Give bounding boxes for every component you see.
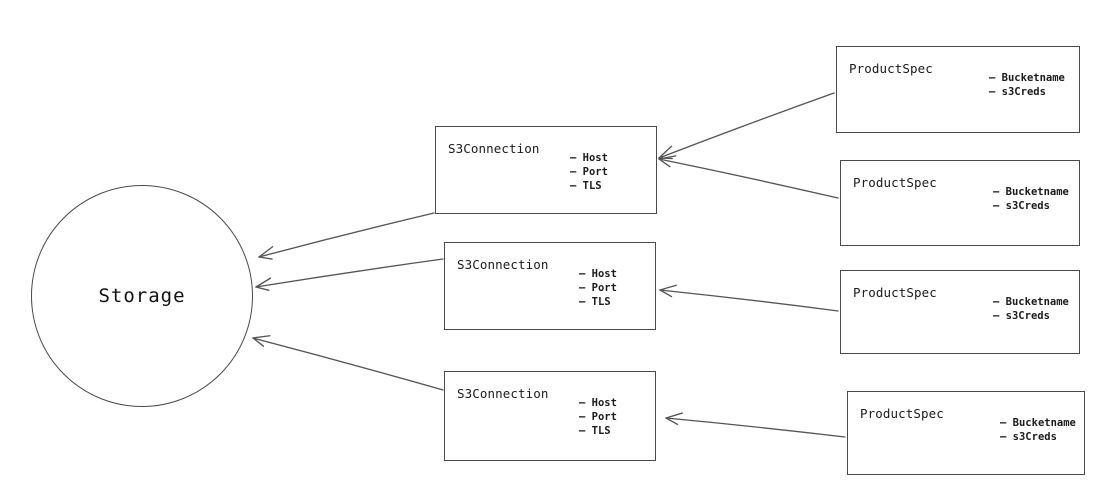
connection-node-attribute: Host bbox=[570, 151, 608, 165]
connection-node-attribute: Port bbox=[579, 281, 617, 295]
storage-label: Storage bbox=[98, 285, 186, 307]
connection-node-box[interactable]: S3ConnectionHostPortTLS bbox=[435, 126, 657, 214]
spec-node-attribute: Bucketname bbox=[989, 71, 1065, 85]
edge-arrow bbox=[258, 212, 435, 260]
spec-node-attribute: Bucketname bbox=[993, 185, 1069, 199]
spec-node-attribute: s3Creds bbox=[1000, 430, 1076, 444]
connection-node-attribute: Host bbox=[579, 267, 617, 281]
storage-circle-node[interactable]: Storage bbox=[31, 185, 253, 407]
edge-arrow bbox=[665, 412, 846, 438]
spec-node-attribute: Bucketname bbox=[1000, 416, 1076, 430]
spec-node-title: ProductSpec bbox=[853, 285, 937, 300]
spec-node-attribute-list: Bucketnames3Creds bbox=[993, 295, 1069, 323]
spec-node-attribute: s3Creds bbox=[993, 199, 1069, 213]
spec-node-box[interactable]: ProductSpecBucketnames3Creds bbox=[847, 391, 1085, 475]
connection-node-box[interactable]: S3ConnectionHostPortTLS bbox=[444, 371, 656, 461]
spec-node-attribute-list: Bucketnames3Creds bbox=[989, 71, 1065, 99]
connection-node-attribute-list: HostPortTLS bbox=[570, 151, 608, 193]
spec-node-box[interactable]: ProductSpecBucketnames3Creds bbox=[840, 160, 1080, 246]
connection-node-attribute: Host bbox=[579, 396, 617, 410]
connection-node-attribute-list: HostPortTLS bbox=[579, 396, 617, 438]
spec-node-attribute: s3Creds bbox=[989, 85, 1065, 99]
connection-node-box[interactable]: S3ConnectionHostPortTLS bbox=[444, 242, 656, 330]
connection-node-title: S3Connection bbox=[448, 141, 540, 156]
edge-arrow bbox=[252, 335, 444, 391]
spec-node-attribute-list: Bucketnames3Creds bbox=[1000, 416, 1076, 444]
spec-node-attribute: s3Creds bbox=[993, 309, 1069, 323]
edge-arrow bbox=[658, 92, 835, 160]
edge-arrow bbox=[659, 284, 839, 312]
connection-node-attribute: TLS bbox=[579, 424, 617, 438]
spec-node-attribute: Bucketname bbox=[993, 295, 1069, 309]
connection-node-title: S3Connection bbox=[457, 386, 549, 401]
spec-node-attribute-list: Bucketnames3Creds bbox=[993, 185, 1069, 213]
spec-node-title: ProductSpec bbox=[853, 175, 937, 190]
edge-arrow bbox=[255, 258, 444, 291]
spec-node-box[interactable]: ProductSpecBucketnames3Creds bbox=[840, 270, 1080, 354]
edge-arrow bbox=[658, 155, 839, 199]
connection-node-attribute: TLS bbox=[579, 295, 617, 309]
connection-node-attribute: Port bbox=[570, 165, 608, 179]
connection-node-title: S3Connection bbox=[457, 257, 549, 272]
connection-node-attribute: TLS bbox=[570, 179, 608, 193]
spec-node-title: ProductSpec bbox=[849, 61, 933, 76]
connection-node-attribute-list: HostPortTLS bbox=[579, 267, 617, 309]
spec-node-box[interactable]: ProductSpecBucketnames3Creds bbox=[836, 46, 1080, 133]
connection-node-attribute: Port bbox=[579, 410, 617, 424]
spec-node-title: ProductSpec bbox=[860, 406, 944, 421]
